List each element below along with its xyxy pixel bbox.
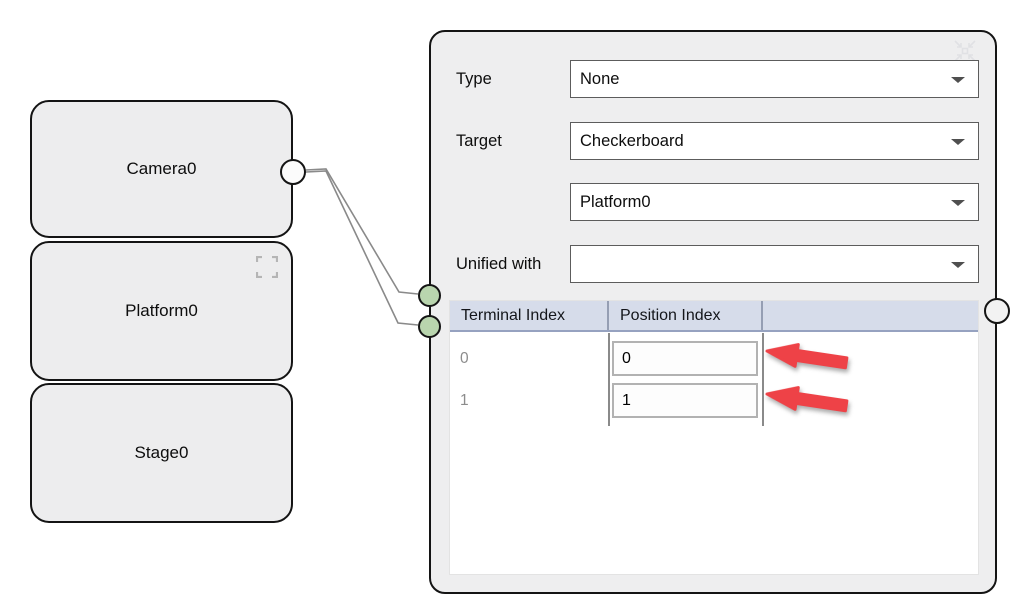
connection-line-2[interactable] xyxy=(305,170,419,326)
node-stage0-label: Stage0 xyxy=(134,443,189,462)
terminal-index-row-0: 0 xyxy=(460,350,469,367)
node-stage0[interactable]: Stage0 xyxy=(30,383,293,523)
node-camera0[interactable]: Camera0 xyxy=(30,100,293,238)
target-label: Target xyxy=(456,132,502,150)
target-dropdown-value: Checkerboard xyxy=(580,131,684,150)
properties-panel: Type None Target Checkerboard Platform0 … xyxy=(429,30,997,594)
type-label: Type xyxy=(456,70,492,88)
connection-line-1[interactable] xyxy=(305,168,419,295)
unified-with-label: Unified with xyxy=(456,255,542,273)
column-header-empty xyxy=(763,301,978,330)
type-dropdown-value: None xyxy=(580,69,620,88)
column-divider xyxy=(762,333,764,426)
position-index-input-row-0[interactable] xyxy=(612,341,758,376)
chevron-down-icon xyxy=(951,139,965,145)
unified-with-dropdown[interactable] xyxy=(570,245,979,283)
chevron-down-icon xyxy=(951,200,965,206)
expand-icon[interactable] xyxy=(256,256,278,278)
node-platform0-label: Platform0 xyxy=(125,301,198,320)
target-object-dropdown[interactable]: Platform0 xyxy=(570,183,979,221)
panel-output-port[interactable] xyxy=(984,298,1010,324)
column-header-position-index[interactable]: Position Index xyxy=(609,301,763,330)
node-platform0[interactable]: Platform0 xyxy=(30,241,293,381)
type-dropdown[interactable]: None xyxy=(570,60,979,98)
position-index-input-row-1[interactable] xyxy=(612,383,758,418)
chevron-down-icon xyxy=(951,77,965,83)
node-camera0-label: Camera0 xyxy=(126,159,197,178)
chevron-down-icon xyxy=(951,262,965,268)
index-table-header: Terminal Index Position Index xyxy=(450,301,978,332)
column-divider xyxy=(608,333,610,426)
camera0-output-port[interactable] xyxy=(280,159,306,185)
target-object-dropdown-value: Platform0 xyxy=(580,192,651,211)
index-table: Terminal Index Position Index 0 1 xyxy=(449,300,979,575)
column-header-terminal-index[interactable]: Terminal Index xyxy=(450,301,609,330)
panel-input-port-2[interactable] xyxy=(418,315,441,338)
panel-input-port-1[interactable] xyxy=(418,284,441,307)
terminal-index-row-1: 1 xyxy=(460,392,469,409)
target-dropdown[interactable]: Checkerboard xyxy=(570,122,979,160)
